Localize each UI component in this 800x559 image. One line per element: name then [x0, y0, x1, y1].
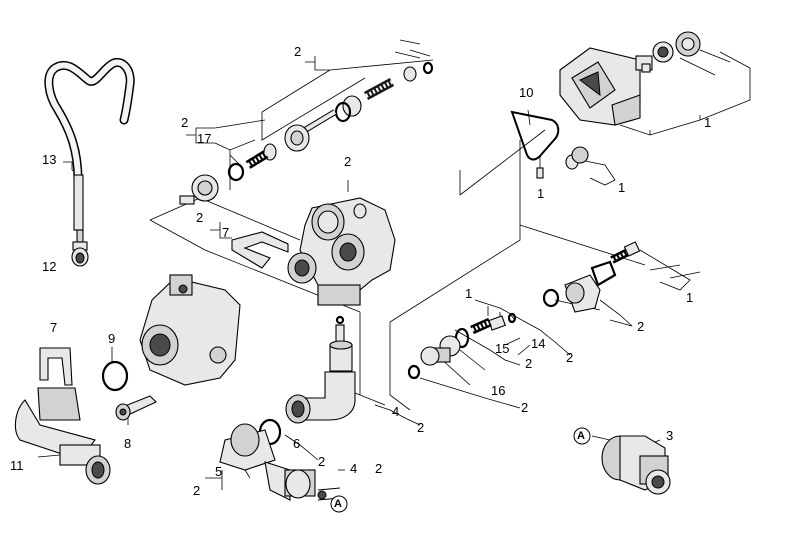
screw-part [115, 395, 157, 421]
callout-small-valve: 1 [618, 180, 626, 195]
callout-part-12: 12 [42, 259, 57, 274]
callout-part-16: 16 [491, 383, 506, 398]
callout-part-6: 6 [293, 436, 301, 451]
callout-part-15: 15 [495, 341, 510, 356]
piston-part [329, 315, 353, 372]
callout-part-14-qty: 2 [566, 350, 574, 365]
valve-stack-top [179, 61, 434, 205]
marker-a-lower: A [334, 498, 342, 510]
callout-right-stack: 1 [686, 290, 694, 305]
hose-part [44, 58, 135, 231]
callout-part-7-upper: 7 [222, 225, 230, 240]
callout-part-10-pin: 1 [537, 186, 545, 201]
callout-center-stack-top: 1 [465, 286, 473, 301]
callout-part-13: 13 [42, 152, 57, 167]
callout-part-11: 11 [10, 458, 24, 473]
marker-a-right: A [577, 430, 585, 442]
pump-body-part [139, 274, 241, 386]
small-valve-part [565, 146, 589, 170]
valve-stack-right [542, 241, 641, 313]
callout-part-4-lower: 4 [350, 461, 358, 476]
callout-part-4-center: 4 [392, 404, 400, 419]
callout-part-4-lower-qty: 2 [375, 461, 383, 476]
callout-part-10: 10 [519, 85, 534, 100]
inlet-part [14, 387, 111, 485]
callout-part-7-lower: 7 [50, 320, 58, 335]
outlet-elbow-part [219, 418, 341, 501]
marker-a-right-circle [573, 427, 591, 445]
callout-part-6-qty: 2 [318, 454, 326, 469]
callout-kit-17-qty: 2 [181, 115, 189, 130]
callout-part-5-qty: 2 [193, 483, 201, 498]
callout-part-3: 3 [666, 428, 674, 443]
callout-pump-head: 1 [704, 115, 712, 130]
adapter-part [601, 435, 671, 495]
valve-housing-part [287, 197, 396, 306]
callout-part-15-qty: 2 [525, 356, 533, 371]
callout-part-14: 14 [531, 336, 546, 351]
valve-stack-center [407, 312, 517, 380]
callout-kit-7-qty: 2 [196, 210, 204, 225]
pump-head-part [559, 31, 701, 126]
seal-10-part [510, 110, 560, 161]
marker-a-lower-circle [330, 495, 348, 513]
seal-10-pin [536, 167, 544, 179]
clip-upper-part [231, 231, 289, 269]
clip-lower-part [39, 347, 73, 386]
callout-part-8: 8 [124, 436, 132, 451]
leader-lines [37, 39, 751, 490]
callout-part-4-center-qty: 2 [417, 420, 425, 435]
callout-part-9: 9 [108, 331, 116, 346]
o-ring-part [101, 360, 129, 392]
callout-right-kit-qty: 2 [637, 319, 645, 334]
nipple-part [71, 229, 89, 267]
callout-part-5: 5 [215, 464, 223, 479]
elbow-pipe-part [285, 371, 356, 424]
callout-seal-kit-top: 2 [294, 44, 302, 59]
callout-housing-qty: 2 [344, 154, 352, 169]
callout-part-17: 17 [197, 131, 212, 146]
callout-part-16-qty: 2 [521, 400, 529, 415]
